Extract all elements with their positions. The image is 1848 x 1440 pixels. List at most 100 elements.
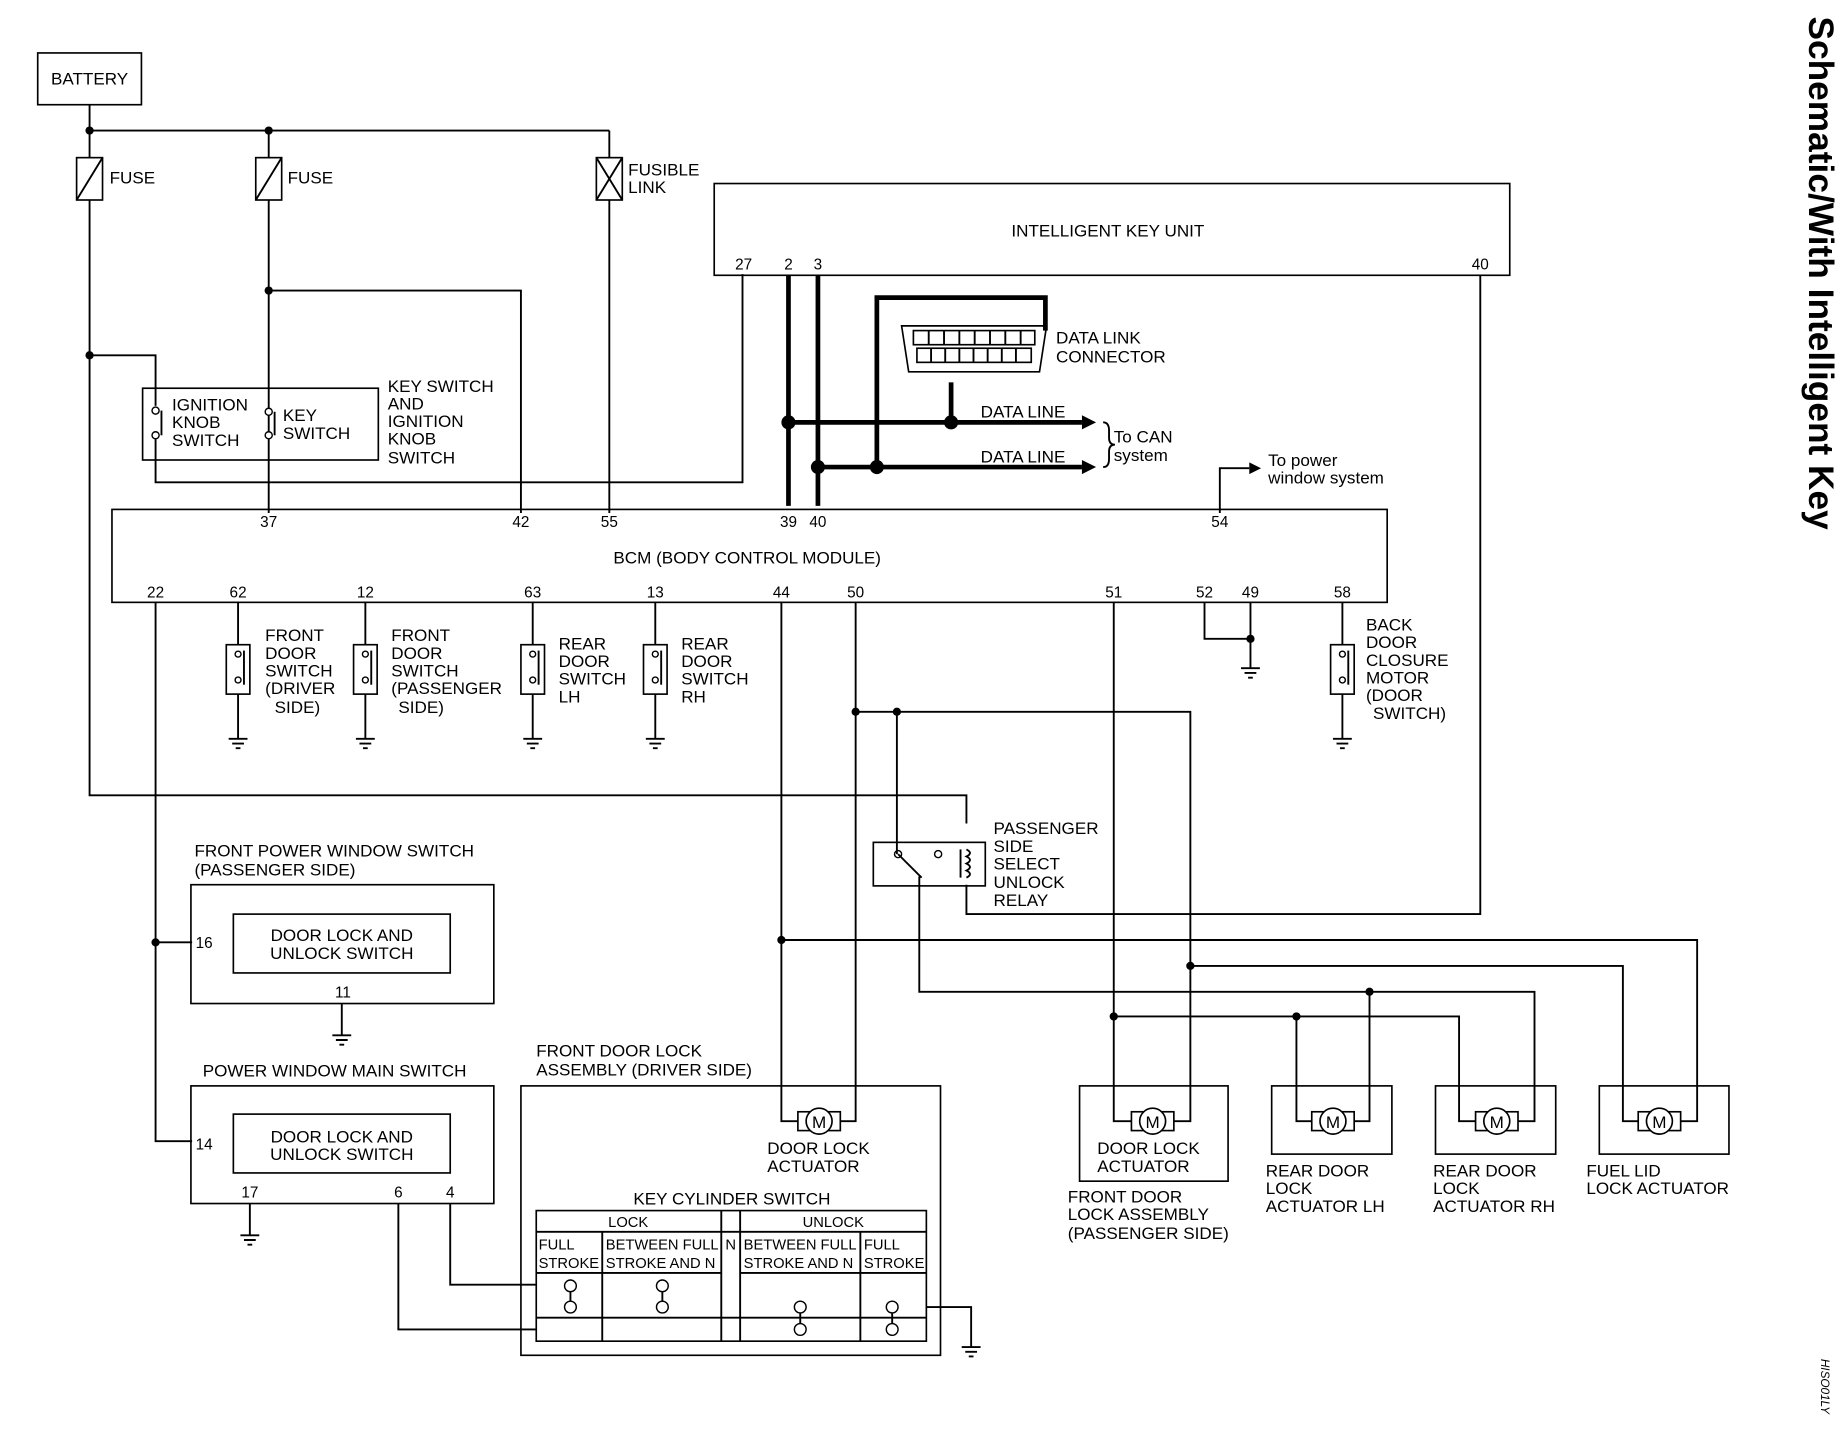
svg-text:STROKE: STROKE [864,1256,925,1272]
svg-text:16: 16 [196,935,213,952]
svg-text:ACTUATOR: ACTUATOR [1097,1157,1189,1176]
svg-text:FRONT: FRONT [265,626,324,645]
front-door-switch-driver: FRONT DOOR SWITCH (DRIVER SIDE) [225,602,335,750]
svg-text:LINK: LINK [628,178,667,197]
front-door-lock-assembly-driver: FRONT DOOR LOCK ASSEMBLY (DRIVER SIDE) M… [520,1041,942,1357]
svg-text:KEY CYLINDER SWITCH: KEY CYLINDER SWITCH [633,1190,830,1209]
svg-text:DOOR LOCK: DOOR LOCK [767,1139,870,1158]
fuel-lid-lock-actuator: M FUEL LID LOCK ACTUATOR [1586,1085,1730,1198]
svg-text:SWITCH): SWITCH) [1373,704,1446,723]
data-link-connector: DATA LINK CONNECTOR [900,325,1166,373]
rear-door-lock-actuator-lh: M REAR DOOR LOCK ACTUATOR LH [1266,1085,1393,1216]
front-door-lock-assembly-passenger: M DOOR LOCK ACTUATOR FRONT DOOR LOCK ASS… [1068,1085,1229,1243]
fuse-2: FUSE [254,130,333,201]
svg-text:SIDE: SIDE [994,837,1034,856]
svg-text:UNLOCK SWITCH: UNLOCK SWITCH [270,1145,413,1164]
svg-text:MOTOR: MOTOR [1366,669,1429,688]
svg-text:IGNITION: IGNITION [388,412,464,431]
key-cylinder-switch: KEY CYLINDER SWITCH LOCK UNLOCK N FULL S… [535,1190,928,1342]
svg-text:UNLOCK: UNLOCK [994,873,1066,892]
svg-text:42: 42 [512,514,529,531]
svg-text:REAR: REAR [681,634,728,653]
svg-text:SWITCH: SWITCH [283,424,350,443]
svg-text:DOOR: DOOR [559,652,610,671]
svg-text:(DOOR: (DOOR [1366,686,1423,705]
svg-text:LH: LH [559,687,581,706]
battery: BATTERY [36,52,143,106]
svg-text:SWITCH: SWITCH [172,431,239,450]
svg-text:LOCK: LOCK [608,1215,648,1231]
diagram-code: HISO01LY [1818,1359,1831,1415]
motor-symbol: M [812,1113,826,1132]
svg-text:ACTUATOR RH: ACTUATOR RH [1433,1197,1555,1216]
svg-text:UNLOCK: UNLOCK [803,1215,865,1231]
svg-text:(PASSENGER SIDE): (PASSENGER SIDE) [1068,1224,1229,1243]
svg-text:11: 11 [335,985,351,1002]
svg-text:SIDE): SIDE) [275,698,321,717]
svg-text:4: 4 [446,1185,455,1202]
svg-text:RELAY: RELAY [994,891,1049,910]
svg-text:58: 58 [1334,585,1351,602]
svg-text:BETWEEN FULL: BETWEEN FULL [606,1237,719,1253]
back-door-closure-motor: BACK DOOR CLOSURE MOTOR (DOOR SWITCH) [1329,602,1449,750]
svg-text:LOCK ACTUATOR: LOCK ACTUATOR [1586,1179,1729,1198]
svg-text:M: M [1490,1113,1504,1132]
svg-text:12: 12 [357,585,374,602]
svg-text:FULL: FULL [864,1237,900,1253]
svg-text:M: M [1326,1113,1340,1132]
svg-text:22: 22 [147,585,164,602]
svg-text:FRONT: FRONT [391,626,450,645]
svg-text:3: 3 [814,256,823,273]
svg-text:SIDE): SIDE) [398,698,444,717]
svg-text:50: 50 [847,585,864,602]
svg-text:POWER WINDOW MAIN SWITCH: POWER WINDOW MAIN SWITCH [203,1061,467,1080]
svg-text:FUSE: FUSE [110,169,156,188]
svg-text:(PASSENGER SIDE): (PASSENGER SIDE) [194,860,355,879]
front-power-window-switch-passenger: FRONT POWER WINDOW SWITCH (PASSENGER SID… [190,841,495,1046]
svg-text:IGNITION: IGNITION [172,396,248,415]
svg-text:AND: AND [388,394,424,413]
svg-text:FUSIBLE: FUSIBLE [628,160,699,179]
svg-text:KNOB: KNOB [172,413,220,432]
svg-text:(DRIVER: (DRIVER [265,679,335,698]
power-window-main-switch: POWER WINDOW MAIN SWITCH DOOR LOCK AND U… [190,1061,495,1246]
svg-text:REAR DOOR: REAR DOOR [1433,1161,1536,1180]
svg-text:BCM (BODY CONTROL MODULE): BCM (BODY CONTROL MODULE) [613,549,881,568]
svg-text:(PASSENGER: (PASSENGER [391,679,502,698]
svg-text:55: 55 [601,514,618,531]
svg-text:FRONT DOOR: FRONT DOOR [1068,1187,1182,1206]
svg-text:17: 17 [241,1185,258,1202]
svg-text:DOOR LOCK AND: DOOR LOCK AND [271,1127,413,1146]
svg-text:SELECT: SELECT [994,854,1061,873]
svg-text:KEY SWITCH: KEY SWITCH [388,377,494,396]
svg-text:ACTUATOR: ACTUATOR [767,1157,859,1176]
svg-text:LOCK: LOCK [1266,1179,1313,1198]
svg-text:40: 40 [809,514,826,531]
svg-text:REAR: REAR [559,634,606,653]
svg-text:UNLOCK SWITCH: UNLOCK SWITCH [270,944,413,963]
intelligent-key-unit: INTELLIGENT KEY UNIT 27 2 3 40 [713,182,1511,277]
svg-text:39: 39 [780,514,797,531]
svg-text:REAR DOOR: REAR DOOR [1266,1161,1369,1180]
fusible-link: FUSIBLE LINK [595,130,699,201]
svg-text:40: 40 [1472,256,1489,273]
page-title: Schematic/With Intelligent Key [1801,16,1840,530]
svg-text:27: 27 [735,256,752,273]
svg-text:FULL: FULL [539,1237,575,1253]
power-window-note: To power [1268,451,1338,470]
svg-text:DATA LINK: DATA LINK [1056,329,1141,348]
svg-text:ASSEMBLY (DRIVER SIDE): ASSEMBLY (DRIVER SIDE) [536,1060,752,1079]
svg-text:DOOR: DOOR [1366,633,1417,652]
svg-text:N: N [725,1237,736,1253]
svg-text:STROKE AND N: STROKE AND N [744,1256,854,1272]
svg-text:FRONT POWER WINDOW SWITCH: FRONT POWER WINDOW SWITCH [194,841,474,860]
svg-text:PASSENGER: PASSENGER [994,819,1099,838]
fuse-1: FUSE [75,130,156,201]
bcm: BCM (BODY CONTROL MODULE) 37 42 55 39 40… [111,508,1389,604]
svg-text:2: 2 [784,256,793,273]
svg-text:6: 6 [394,1185,403,1202]
svg-text:LOCK ASSEMBLY: LOCK ASSEMBLY [1068,1205,1209,1224]
rear-door-switch-rh: REAR DOOR SWITCH RH [642,602,749,750]
svg-text:system: system [1114,446,1168,465]
